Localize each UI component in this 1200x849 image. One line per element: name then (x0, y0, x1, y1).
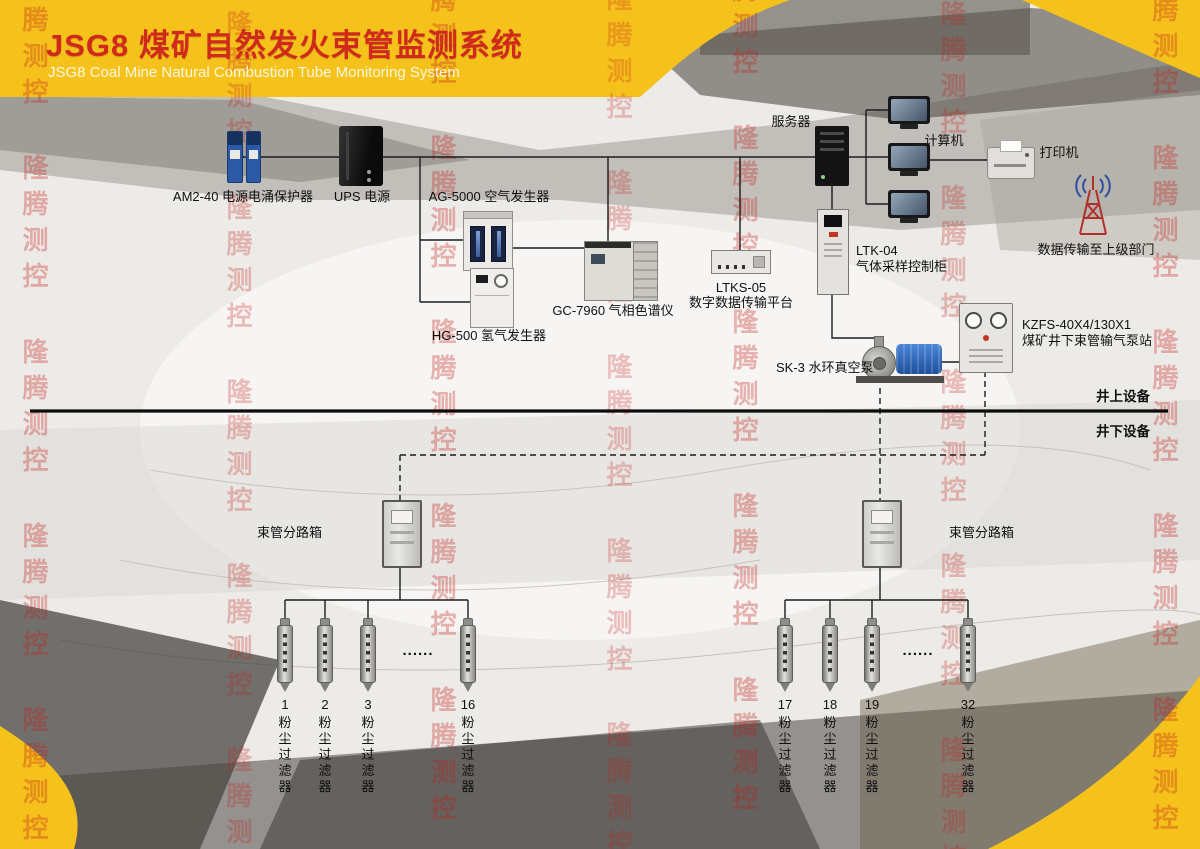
monitor-stand (900, 171, 918, 176)
ups-device (339, 126, 383, 186)
air-generator-label: AG-5000 空气发生器 (428, 189, 550, 204)
monitor-stand (900, 124, 918, 129)
air-generator-device (463, 211, 513, 271)
surge-protector-label: AM2-40 电源电涌保护器 (172, 189, 314, 204)
watermark-column: 隆腾测控 隆腾测控 隆腾测控 隆腾测控 隆腾测控 (427, 0, 457, 830)
pressure-gauge (965, 312, 982, 329)
printer-paper (1000, 140, 1022, 152)
ellipsis-right: ...... (902, 642, 934, 659)
printer-label: 打印机 (1039, 145, 1079, 160)
tube-branch-box-left (382, 500, 422, 568)
monitor-stand (900, 218, 918, 223)
watermark-column: 隆腾测控 隆腾测控 隆腾测控 隆腾测控 隆腾测控 (19, 0, 49, 849)
ltks-model-label: LTKS-05 (715, 280, 767, 295)
hydrogen-generator-label: HG-500 氢气发生器 (431, 328, 547, 343)
dust-filter (459, 618, 477, 692)
data-transmission-platform-device (711, 250, 771, 274)
surge-module (245, 131, 261, 183)
ups-label: UPS 电源 (333, 189, 391, 204)
hydrogen-generator-device (470, 268, 514, 328)
vacuum-pump-label: SK-3 水环真空泵 (776, 360, 874, 375)
printer-device (987, 140, 1035, 179)
cabinet-red-indicator (828, 232, 838, 237)
dust-filter (959, 618, 977, 692)
watermark-column: 隆腾测控 隆腾测控 隆腾测控 隆腾测控 隆腾测控 (1149, 0, 1179, 840)
dust-filter (776, 618, 794, 692)
computer-monitor (888, 190, 930, 218)
pressure-gauge (990, 312, 1007, 329)
page-subtitle: JSG8 Coal Mine Natural Combustion Tube M… (48, 64, 460, 81)
kzfs-model-label: KZFS-40X4/130X1 (1022, 317, 1132, 332)
dust-filter (863, 618, 881, 692)
server-led (821, 175, 825, 179)
branch-box-left-label: 束管分路箱 (257, 525, 323, 540)
pump-station-device (959, 303, 1013, 373)
hydrogen-gauge (494, 274, 508, 288)
dust-filter (359, 618, 377, 692)
gas-chromatograph-device (584, 241, 658, 301)
watermark-column: 隆腾测控 隆腾测控 隆腾测控 隆腾测控 隆腾测控 (603, 0, 633, 849)
ltks-name-label: 数字数据传输平台 (688, 295, 794, 310)
watermark-column: 隆腾测控 隆腾测控 隆腾测控 隆腾测控 隆腾测控 (729, 0, 759, 820)
computer-label: 计算机 (924, 133, 964, 148)
tube-branch-box-right (862, 500, 902, 568)
air-column-window (491, 226, 506, 262)
gc-display (591, 254, 605, 264)
server-device (815, 126, 849, 186)
page-title: JSG8 煤矿自然发火束管监测系统 (46, 28, 523, 63)
ltk-name-label: 气体采样控制柜 (856, 259, 948, 274)
cabinet-display (824, 215, 842, 227)
kzfs-name-label: 煤矿井下束管输气泵站 (1022, 333, 1153, 348)
server-label: 服务器 (771, 114, 811, 129)
surge-protector-device (227, 131, 261, 183)
dust-filter (316, 618, 334, 692)
radio-tower-icon (1075, 174, 1111, 235)
computer-monitor (888, 96, 930, 124)
branch-box-right-label: 束管分路箱 (949, 525, 1015, 540)
dust-filter (821, 618, 839, 692)
gc-side-panel (633, 242, 657, 300)
gas-chromatograph-label: GC-7960 气相色谱仪 (552, 303, 674, 318)
surge-module (227, 131, 243, 183)
pump-motor (896, 344, 942, 374)
gas-sampling-cabinet-device (817, 209, 849, 295)
ltk-model-label: LTK-04 (856, 243, 898, 258)
air-column-window (470, 226, 485, 262)
ellipsis-left: ...... (402, 642, 434, 659)
dust-filter (276, 618, 294, 692)
data-transmit-label: 数据传输至上级部门 (1037, 242, 1155, 257)
below-ground-label: 井下设备 (1096, 424, 1150, 439)
hydrogen-display (476, 275, 488, 283)
above-ground-label: 井上设备 (1096, 389, 1150, 404)
station-red-button (983, 335, 989, 341)
